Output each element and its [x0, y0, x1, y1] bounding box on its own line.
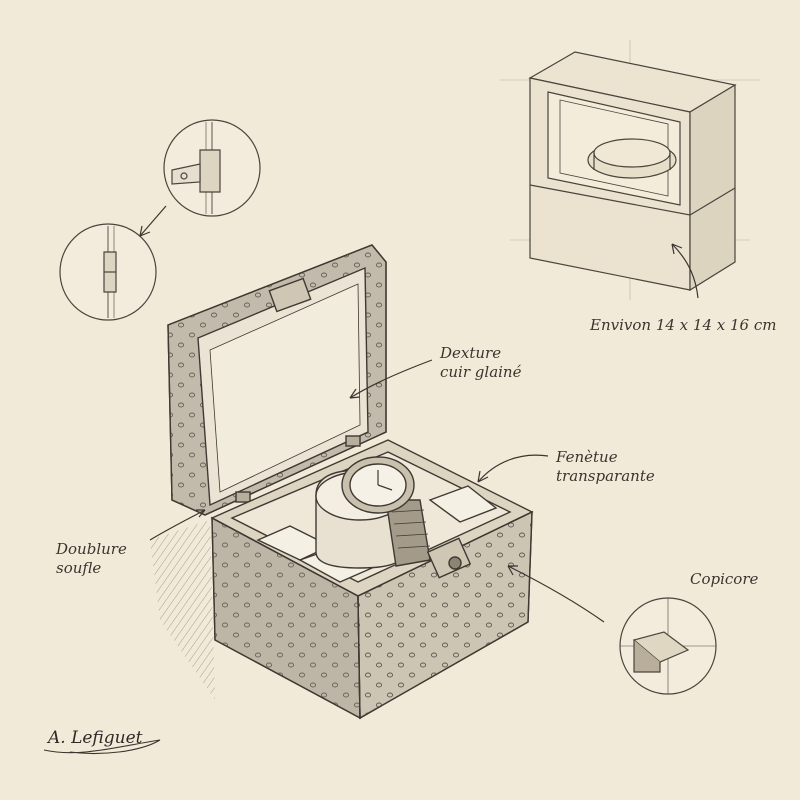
window-note-line1: Fenètue	[556, 448, 618, 466]
texture-note: Dexture cuir glainé	[440, 344, 521, 382]
dimensions-note: Envivon 14 x 14 x 16 cm	[590, 316, 777, 334]
texture-note-line1: Dexture	[440, 344, 502, 362]
hinge-detail-upper	[163, 119, 261, 217]
leader-arrows	[149, 359, 605, 623]
lining-note-line1: Doublure	[56, 540, 127, 558]
lining-note-line2: soufle	[56, 559, 102, 577]
watch-box-sketch	[150, 244, 534, 720]
corner-note: Copicore	[690, 570, 759, 588]
window-note: Fenètue transparante	[556, 448, 655, 486]
corner-detail	[619, 597, 717, 695]
cube-sketch	[500, 40, 760, 300]
signature-flourish	[43, 739, 161, 754]
window-note-line2: transparante	[556, 467, 655, 485]
dimension-arrow	[671, 243, 699, 299]
texture-note-line2: cuir glainé	[440, 363, 522, 381]
hinge-detail-lower	[59, 223, 157, 321]
lining-note: Doublure soufle	[56, 540, 127, 578]
artist-signature: A. Lefiguet	[48, 728, 143, 748]
